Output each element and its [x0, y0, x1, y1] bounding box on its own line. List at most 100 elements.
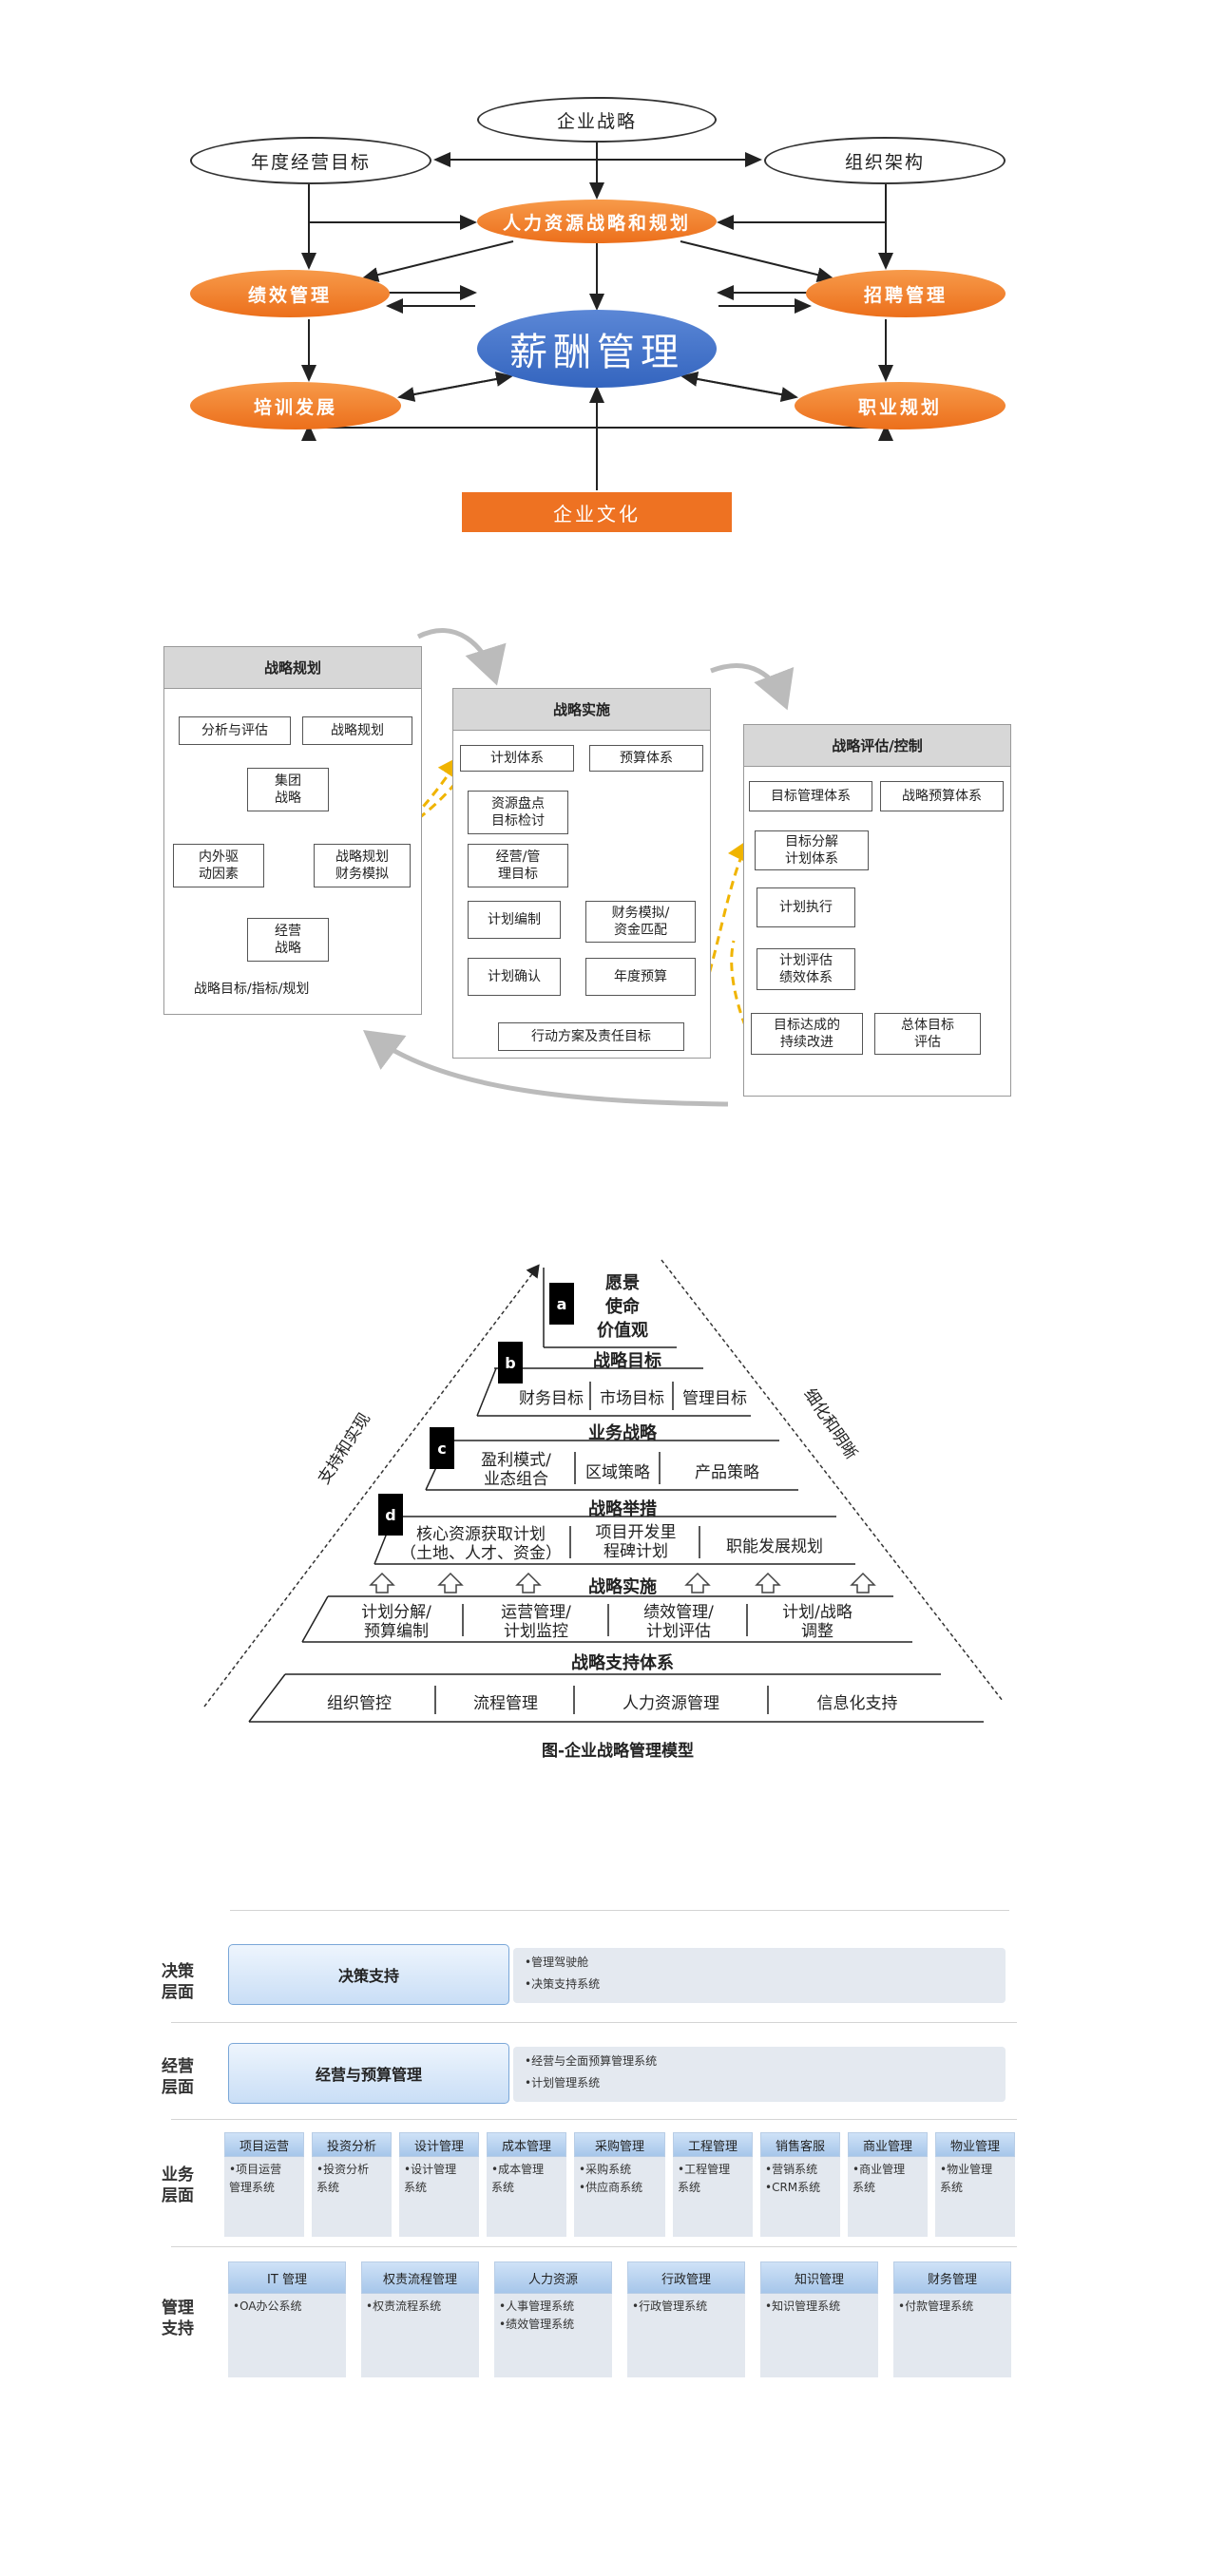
- label-operation-level: 经营 层面: [162, 2057, 194, 2097]
- module-head: 权责流程管理: [361, 2261, 479, 2294]
- module-head: 项目运营: [224, 2132, 304, 2157]
- cell-profit-model: 盈利模式/ 业态组合: [481, 1451, 551, 1489]
- module-head: 财务管理: [893, 2261, 1011, 2294]
- box-drivers: 内外驱 动因素: [173, 844, 264, 887]
- module-head: 人力资源: [494, 2261, 612, 2294]
- cell-mgmt-goal: 管理目标: [682, 1388, 747, 1408]
- badge-c: c: [430, 1427, 454, 1469]
- decision-support-button: 决策支持: [228, 1944, 509, 2005]
- module-head: 物业管理: [935, 2132, 1015, 2157]
- module-head: 工程管理: [673, 2132, 753, 2157]
- box-mgmt-target: 经营/管 理目标: [468, 844, 568, 887]
- node-compensation: 薪酬管理: [477, 310, 717, 388]
- module-head: 投资分析: [312, 2132, 392, 2157]
- box-plan-confirm: 计划确认: [468, 958, 561, 996]
- box-plan: 战略规划: [302, 716, 412, 745]
- label-business-level: 业务 层面: [162, 2166, 194, 2205]
- cell-fin-goal: 财务目标: [519, 1388, 584, 1408]
- box-annual-budget: 年度预算: [585, 958, 696, 996]
- business-module: 采购管理 •采购系统 •供应商系统: [574, 2132, 665, 2237]
- rule-operation: [171, 2119, 1017, 2120]
- module-body: •行政管理系统: [627, 2294, 745, 2377]
- module-head: 销售客服: [760, 2132, 840, 2157]
- node-hr-strategy: 人力资源战略和规划: [477, 200, 717, 243]
- box-plan-execute: 计划执行: [757, 887, 855, 927]
- node-culture: 企业文化: [462, 492, 732, 532]
- box-action-plan: 行动方案及责任目标: [498, 1022, 684, 1051]
- panel-title: 战略规划: [164, 647, 421, 689]
- decision-item: •决策支持系统: [525, 1977, 601, 1991]
- business-module: 投资分析 •投资分析 系统: [312, 2132, 392, 2237]
- box-fin-match: 财务模拟/ 资金匹配: [585, 901, 696, 943]
- cell-project-dev: 项目开发里 程碑计划: [595, 1523, 677, 1561]
- support-module: 知识管理 •知识管理系统: [760, 2261, 878, 2377]
- module-head: 知识管理: [760, 2261, 878, 2294]
- cell-func-dev: 职能发展规划: [726, 1536, 823, 1556]
- box-budget-system: 预算体系: [589, 745, 703, 772]
- module-body: •采购系统 •供应商系统: [574, 2157, 665, 2237]
- box-group-strategy: 集团 战略: [247, 768, 329, 811]
- level-vision: 愿景 使命 价值观: [597, 1272, 648, 1341]
- cell-org: 组织管控: [327, 1693, 392, 1713]
- box-ops-strategy: 经营 战略: [247, 918, 329, 962]
- module-body: •营销系统 •CRM系统: [760, 2157, 840, 2237]
- level-business: 业务战略: [588, 1423, 657, 1443]
- business-module: 工程管理 •工程管理 系统: [673, 2132, 753, 2237]
- business-module: 项目运营 •项目运营 管理系统: [224, 2132, 304, 2237]
- support-module: 人力资源 •人事管理系统 •绩效管理系统: [494, 2261, 612, 2377]
- business-module: 成本管理 •成本管理 系统: [487, 2132, 566, 2237]
- box-target-mgmt: 目标管理体系: [749, 781, 872, 811]
- panel-title: 战略评估/控制: [744, 725, 1010, 767]
- badge-a: a: [549, 1283, 574, 1325]
- support-module: 权责流程管理 •权责流程系统: [361, 2261, 479, 2377]
- cell-perf-mgmt: 绩效管理/ 计划评估: [643, 1603, 714, 1641]
- support-modules: IT 管理 •OA办公系统 权责流程管理 •权责流程系统 人力资源 •人事管理系…: [228, 2261, 1017, 2381]
- module-head: 设计管理: [399, 2132, 479, 2157]
- module-body: •项目运营 管理系统: [224, 2157, 304, 2237]
- module-body: •付款管理系统: [893, 2294, 1011, 2377]
- module-head: 商业管理: [848, 2132, 928, 2157]
- rule-business: [171, 2246, 1017, 2247]
- node-enterprise-strategy: 企业战略: [477, 97, 717, 143]
- cell-product: 产品策略: [695, 1462, 759, 1482]
- module-body: •人事管理系统 •绩效管理系统: [494, 2294, 612, 2377]
- level-measures: 战略举措: [588, 1499, 657, 1519]
- cell-region: 区域策略: [585, 1462, 650, 1482]
- box-plan-system: 计划体系: [460, 745, 574, 772]
- level-goal: 战略目标: [593, 1351, 661, 1371]
- box-strategy-budget: 战略预算体系: [880, 781, 1004, 811]
- operation-item: •经营与全面预算管理系统: [525, 2054, 658, 2068]
- box-fin-model: 战略规划 财务模拟: [314, 844, 411, 887]
- badge-b: b: [498, 1342, 523, 1383]
- module-body: •投资分析 系统: [312, 2157, 392, 2237]
- cell-market-goal: 市场目标: [600, 1388, 664, 1408]
- cell-it: 信息化支持: [816, 1693, 898, 1713]
- label-support-level: 管理 支持: [162, 2299, 194, 2338]
- node-recruit: 招聘管理: [806, 270, 1006, 317]
- rule-top: [230, 1910, 1009, 1911]
- operation-budget-button: 经营与预算管理: [228, 2043, 509, 2104]
- cell-plan-adjust: 计划/战略 调整: [782, 1603, 853, 1641]
- box-target-decompose: 目标分解 计划体系: [755, 830, 869, 870]
- module-body: •物业管理 系统: [935, 2157, 1015, 2237]
- decision-item: •管理驾驶舱: [525, 1956, 589, 1969]
- box-continuous-improve: 目标达成的 持续改进: [751, 1013, 863, 1055]
- box-resource-inventory: 资源盘点 目标检讨: [468, 791, 568, 834]
- node-performance: 绩效管理: [190, 270, 390, 317]
- planning-caption: 战略目标/指标/规划: [194, 982, 310, 997]
- node-annual-target: 年度经营目标: [190, 137, 431, 184]
- operation-item: •计划管理系统: [525, 2076, 601, 2089]
- cell-hr: 人力资源管理: [623, 1693, 719, 1713]
- module-body: •工程管理 系统: [673, 2157, 753, 2237]
- module-body: •OA办公系统: [228, 2294, 346, 2377]
- pyramid-caption: 图-企业战略管理模型: [541, 1741, 695, 1761]
- level-support: 战略支持体系: [571, 1653, 674, 1673]
- node-training: 培训发展: [190, 382, 401, 429]
- business-module: 物业管理 •物业管理 系统: [935, 2132, 1015, 2237]
- cell-plan-split: 计划分解/ 预算编制: [361, 1603, 431, 1641]
- cell-ops-mgmt: 运营管理/ 计划监控: [501, 1603, 571, 1641]
- module-body: •知识管理系统: [760, 2294, 878, 2377]
- support-module: 行政管理 •行政管理系统: [627, 2261, 745, 2377]
- business-module: 商业管理 •商业管理 系统: [848, 2132, 928, 2237]
- cell-process: 流程管理: [473, 1693, 538, 1713]
